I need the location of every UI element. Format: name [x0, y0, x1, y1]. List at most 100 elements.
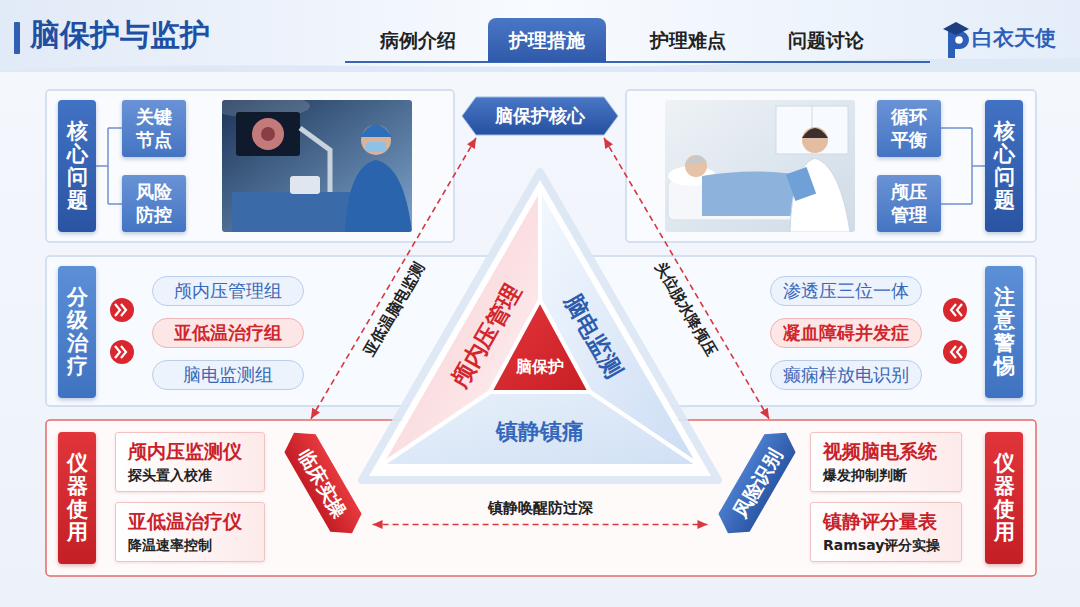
- instrument-box: 视频脑电系统爆发抑制判断: [810, 432, 962, 492]
- tag-outline: [712, 424, 801, 542]
- edge-label-anchor: 镇静唤醒防过深: [488, 499, 593, 517]
- alert-pill: 凝血障碍并发症: [770, 318, 922, 348]
- group-pill: 颅内压管理组: [152, 276, 304, 306]
- ward-photo: [786, 167, 816, 201]
- node-label: 脑电监测组: [183, 364, 273, 386]
- category-box: 仪器使用: [58, 432, 96, 564]
- node-label: 视频脑电系统: [823, 440, 937, 464]
- panel-frame: [46, 90, 1036, 576]
- arrow-head: [467, 138, 476, 149]
- logo-icon: [948, 31, 969, 58]
- node-sublabel: 爆发抑制判断: [823, 467, 907, 485]
- chevron-icon: [951, 346, 962, 358]
- tree-bracket: [941, 128, 985, 204]
- node-sublabel: Ramsay评分实操: [823, 537, 940, 555]
- node-label: 镇静镇痛: [496, 419, 584, 445]
- surgery-photo: [261, 127, 275, 141]
- edge-label: 镇静唤醒防过深: [488, 499, 593, 517]
- nav-item: 问题讨论: [788, 29, 864, 51]
- nav-item: 护理难点: [650, 29, 726, 51]
- node-label: 亚低温治疗组: [174, 322, 282, 344]
- arrow-head: [760, 408, 769, 419]
- chevron-icon: [110, 340, 134, 364]
- node-label: 凝血障碍并发症: [783, 322, 909, 344]
- arrow-head: [311, 408, 320, 419]
- nav-item: 病例介绍: [380, 29, 456, 51]
- nav-item-anchor: 病例介绍: [380, 29, 456, 51]
- panel-frame: [626, 90, 1036, 242]
- surgery-photo: [236, 112, 300, 156]
- segment-shape: [490, 300, 590, 392]
- risk-tag: 风险识别: [712, 424, 801, 542]
- arrow-head: [373, 520, 383, 529]
- node-label: 颅压管理: [890, 181, 928, 226]
- chevron-icon: [115, 346, 126, 358]
- topic-box: 关键节点: [122, 100, 186, 157]
- triangle-glow: [362, 172, 718, 480]
- node-label: 分级治疗: [67, 286, 88, 378]
- node-label: 关键节点: [135, 106, 173, 151]
- node-label: 循环平衡: [890, 106, 928, 151]
- logo-icon: [955, 36, 963, 44]
- ward-photo: [802, 128, 828, 138]
- triangle-glow: [362, 172, 718, 480]
- page-title-anchor: 脑保护与监护: [30, 17, 210, 53]
- node-label: 核心问题: [994, 120, 1015, 212]
- surgery-photo: [222, 100, 412, 232]
- topic-box: 颅压管理: [877, 175, 941, 232]
- node-sublabel: 探头置入校准: [128, 467, 212, 485]
- surgery-photo: [345, 160, 412, 232]
- panel-frame: [46, 90, 454, 242]
- instrument-box: 颅内压监测仪探头置入校准: [115, 432, 265, 492]
- group-pill: 亚低温治疗组: [152, 318, 304, 348]
- practice-tag: 临床实操: [278, 424, 367, 542]
- surgery-photo: [360, 125, 392, 138]
- nav-item-anchor: 护理难点: [650, 29, 726, 51]
- logo-icon: [943, 22, 969, 35]
- header-band: [345, 61, 930, 63]
- node-label: 癫痫样放电识别: [783, 364, 909, 386]
- logo-icon: [943, 22, 969, 58]
- surgery-photo: [222, 100, 412, 232]
- core-triangle: 脑保护: [490, 300, 590, 392]
- brain-segment: 镇静镇痛: [380, 392, 700, 466]
- surgery-photo: [232, 192, 352, 232]
- topic-box: 循环平衡: [877, 100, 941, 157]
- segment-outline: [490, 300, 590, 392]
- chevron-icon: [943, 298, 967, 322]
- segment-text-anchor: 脑保护: [516, 357, 564, 376]
- header-band: [14, 22, 20, 54]
- core-hexagon: 脑保护核心: [462, 97, 618, 135]
- segment-text-anchor: 镇静镇痛: [496, 419, 584, 445]
- node-label: 亚低温治疗仪: [128, 510, 242, 534]
- hexagon-outline: [462, 97, 618, 135]
- node-label: 镇静评分量表: [823, 510, 937, 534]
- instrument-box: 亚低温治疗仪降温速率控制: [115, 502, 265, 562]
- tree-bracket: [96, 128, 122, 204]
- chevron-icon: [110, 298, 134, 322]
- topic-box: 风险防控: [122, 175, 186, 232]
- category-box: 核心问题: [985, 100, 1023, 232]
- ward-photo: [776, 106, 848, 154]
- chevron-icon: [951, 304, 962, 316]
- nav-tab-active: 护理措施: [488, 18, 606, 62]
- node-label: 仪器使用: [67, 452, 88, 544]
- ward-photo: [665, 100, 855, 232]
- ward-photo: [685, 155, 707, 164]
- page-title: 脑保护与监护: [30, 17, 210, 53]
- instrument-box: 镇静评分量表 Ramsay评分实操: [810, 502, 962, 562]
- logo-name-anchor: 白衣天使: [972, 26, 1056, 50]
- node-label: 仪器使用: [994, 452, 1015, 544]
- chevron-icon: [115, 304, 126, 316]
- chevron-icon: [943, 340, 967, 364]
- category-box: 仪器使用: [985, 432, 1023, 564]
- category-box: 核心问题: [58, 100, 96, 232]
- connector-line: [373, 524, 708, 526]
- node-sublabel: 降温速率控制: [128, 537, 212, 555]
- group-pill: 脑电监测组: [152, 360, 304, 390]
- logo-name: 白衣天使: [972, 26, 1056, 50]
- nav-item-anchor: 问题讨论: [788, 29, 864, 51]
- node-label: 脑保护: [516, 357, 564, 376]
